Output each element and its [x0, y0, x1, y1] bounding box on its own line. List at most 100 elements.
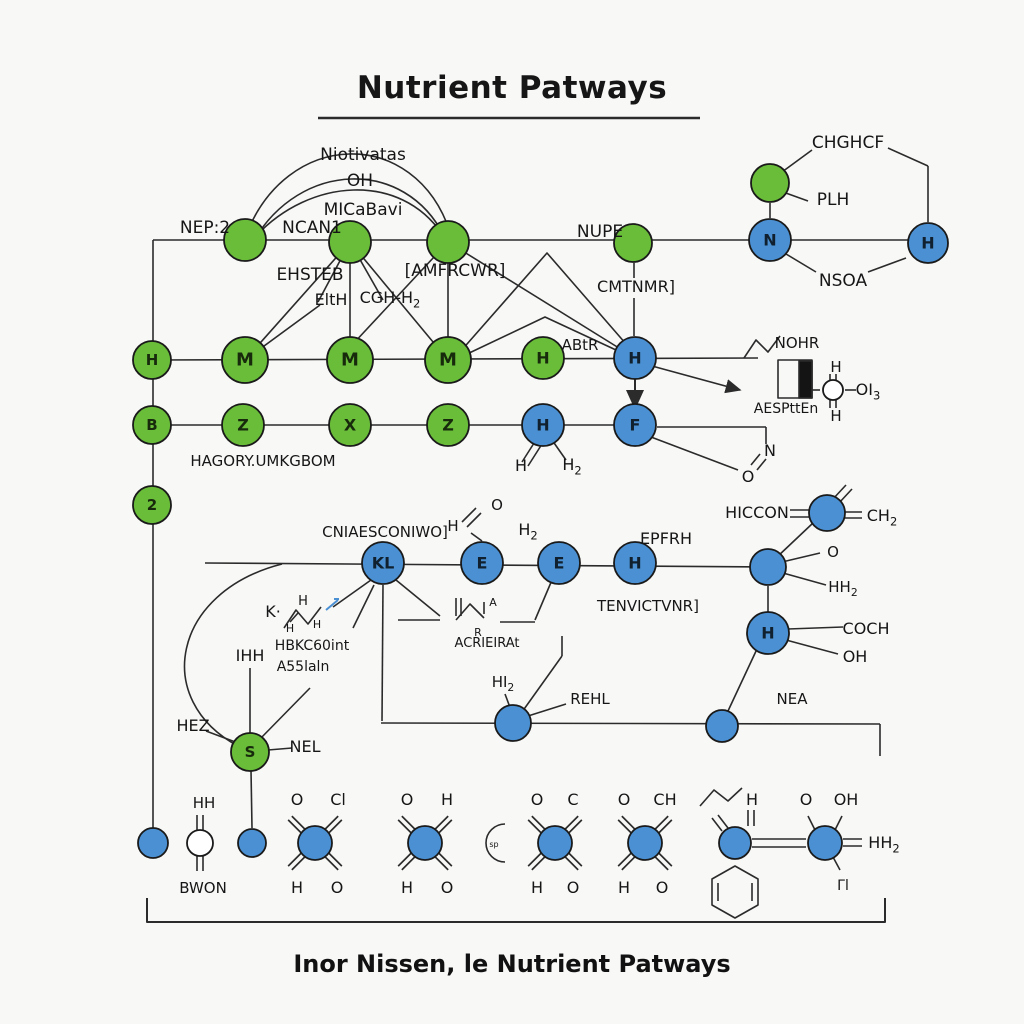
node-letter: Z: [442, 416, 454, 435]
diagram-label: O: [441, 878, 454, 897]
double-bond-stub: [653, 855, 669, 871]
double-bond-stub: [433, 815, 449, 831]
double-bond-stub: [433, 855, 449, 871]
green-node: [750, 163, 790, 203]
diagram-curve: [717, 883, 753, 901]
double-bond-stub: [437, 851, 453, 867]
diagram-label: NSOA: [819, 271, 868, 291]
double-bond-stub: [621, 855, 637, 871]
diagram-label: NEA: [777, 690, 809, 708]
diagram-edge: [470, 532, 483, 542]
diagram-label: EPFRH: [640, 529, 692, 548]
double-bond-stub: [617, 819, 633, 835]
double-bond-stub: [397, 819, 413, 835]
diagram-label: COCH: [843, 619, 890, 638]
diagram-label: H2: [562, 455, 581, 477]
diagram-label: O: [827, 543, 839, 561]
double-bond-stub: [401, 815, 417, 831]
node-letter: M: [236, 350, 254, 371]
node-letter: S: [245, 743, 256, 761]
double-bond-stub: [397, 851, 413, 867]
diagram-label: H: [618, 878, 630, 897]
diagram-label: H: [298, 594, 308, 609]
diagram-label: O: [618, 790, 631, 809]
node-letter: B: [146, 416, 157, 434]
diagram-label: HH2: [828, 578, 857, 599]
diagram-edge: [756, 458, 767, 471]
double-bond-stub: [657, 851, 673, 867]
diagram-caption: Inor Nissen, le Nutrient Patways: [293, 950, 731, 978]
diagram-label: C: [567, 790, 578, 809]
white-node: [822, 379, 844, 401]
diagram-edge: [807, 815, 816, 831]
green-node: [426, 403, 470, 447]
double-bond-stub: [563, 815, 579, 831]
diagram-label: NEP:2: [180, 218, 230, 238]
diagram-label: Cl: [330, 790, 346, 809]
double-bond-stub: [323, 855, 339, 871]
diagram-label: H: [830, 407, 841, 425]
blue-node: [613, 541, 657, 585]
node-letter: N: [763, 231, 776, 250]
diagram-label: ACRIEIRAt: [455, 636, 520, 651]
diagram-label: NUPE: [577, 222, 623, 242]
diagram-label: CNIAESCONIWO]: [322, 523, 448, 541]
diagram-label: H: [291, 878, 303, 897]
blue-node: [137, 827, 169, 859]
diagram-label: H: [313, 618, 321, 631]
diagram-label: AESPttEn: [754, 401, 818, 417]
green-node: [132, 340, 172, 380]
green-node: [230, 732, 270, 772]
diagram-label: Γl: [837, 878, 849, 894]
double-bond-stub: [567, 819, 583, 835]
diagram-label: O: [291, 790, 304, 809]
connector-lines-layer: [151, 116, 929, 871]
diagram-label: OH: [834, 790, 859, 809]
diagram-label: O: [401, 790, 414, 809]
double-bond-stub: [327, 819, 343, 835]
blue-node: [537, 825, 573, 861]
diagram-label: H: [830, 358, 841, 376]
diagram-edge: [381, 584, 384, 722]
double-bond-stub: [437, 819, 453, 835]
diagram-edge: [534, 579, 553, 621]
diagram-label: Niotivatas: [320, 145, 406, 165]
diagram-label: CMTNMR]: [597, 277, 675, 296]
diagram-curve: [252, 178, 445, 243]
node-letter: M: [341, 350, 359, 371]
diagram-curve: [743, 335, 781, 359]
diagram-label: HAGORY.UMKGBOM: [190, 452, 335, 470]
diagram-edge: [352, 584, 375, 629]
connector-curves-layer: [146, 153, 886, 923]
diagram-edge: [461, 507, 477, 523]
diagram-label: [AMFRCWR]: [405, 261, 506, 281]
diagram-label: HI2: [492, 673, 515, 694]
diagram-label: O: [742, 467, 755, 486]
diagram-label: EHSTEB: [276, 265, 343, 285]
diagram-edge: [250, 769, 253, 829]
double-bond-stub: [287, 819, 303, 835]
diagram-label: OH: [843, 647, 868, 666]
diagram-curve: [289, 612, 299, 623]
node-letter: E: [477, 554, 488, 573]
diagram-label: OI3: [856, 380, 881, 402]
node-letter: H: [921, 234, 934, 253]
diagram-label: CHGHCF: [812, 133, 884, 153]
diagram-label: O: [800, 790, 813, 809]
diagram-edge: [867, 257, 907, 273]
double-bond-stub: [401, 855, 417, 871]
diagram-label: O: [656, 878, 669, 897]
double-bond-stub: [323, 815, 339, 831]
white-node: [186, 829, 214, 857]
diagram-edge: [782, 572, 827, 586]
diagram-edge: [782, 191, 809, 202]
diagram-edge: [781, 149, 813, 173]
diagram-label: HH: [193, 794, 216, 812]
double-bond-stub: [563, 855, 579, 871]
diagram-label: OH: [347, 171, 373, 191]
diagram-edge: [727, 648, 758, 712]
diagram-curve: [464, 316, 617, 356]
node-letter: M: [439, 350, 457, 371]
diagram-edge: [349, 241, 449, 361]
